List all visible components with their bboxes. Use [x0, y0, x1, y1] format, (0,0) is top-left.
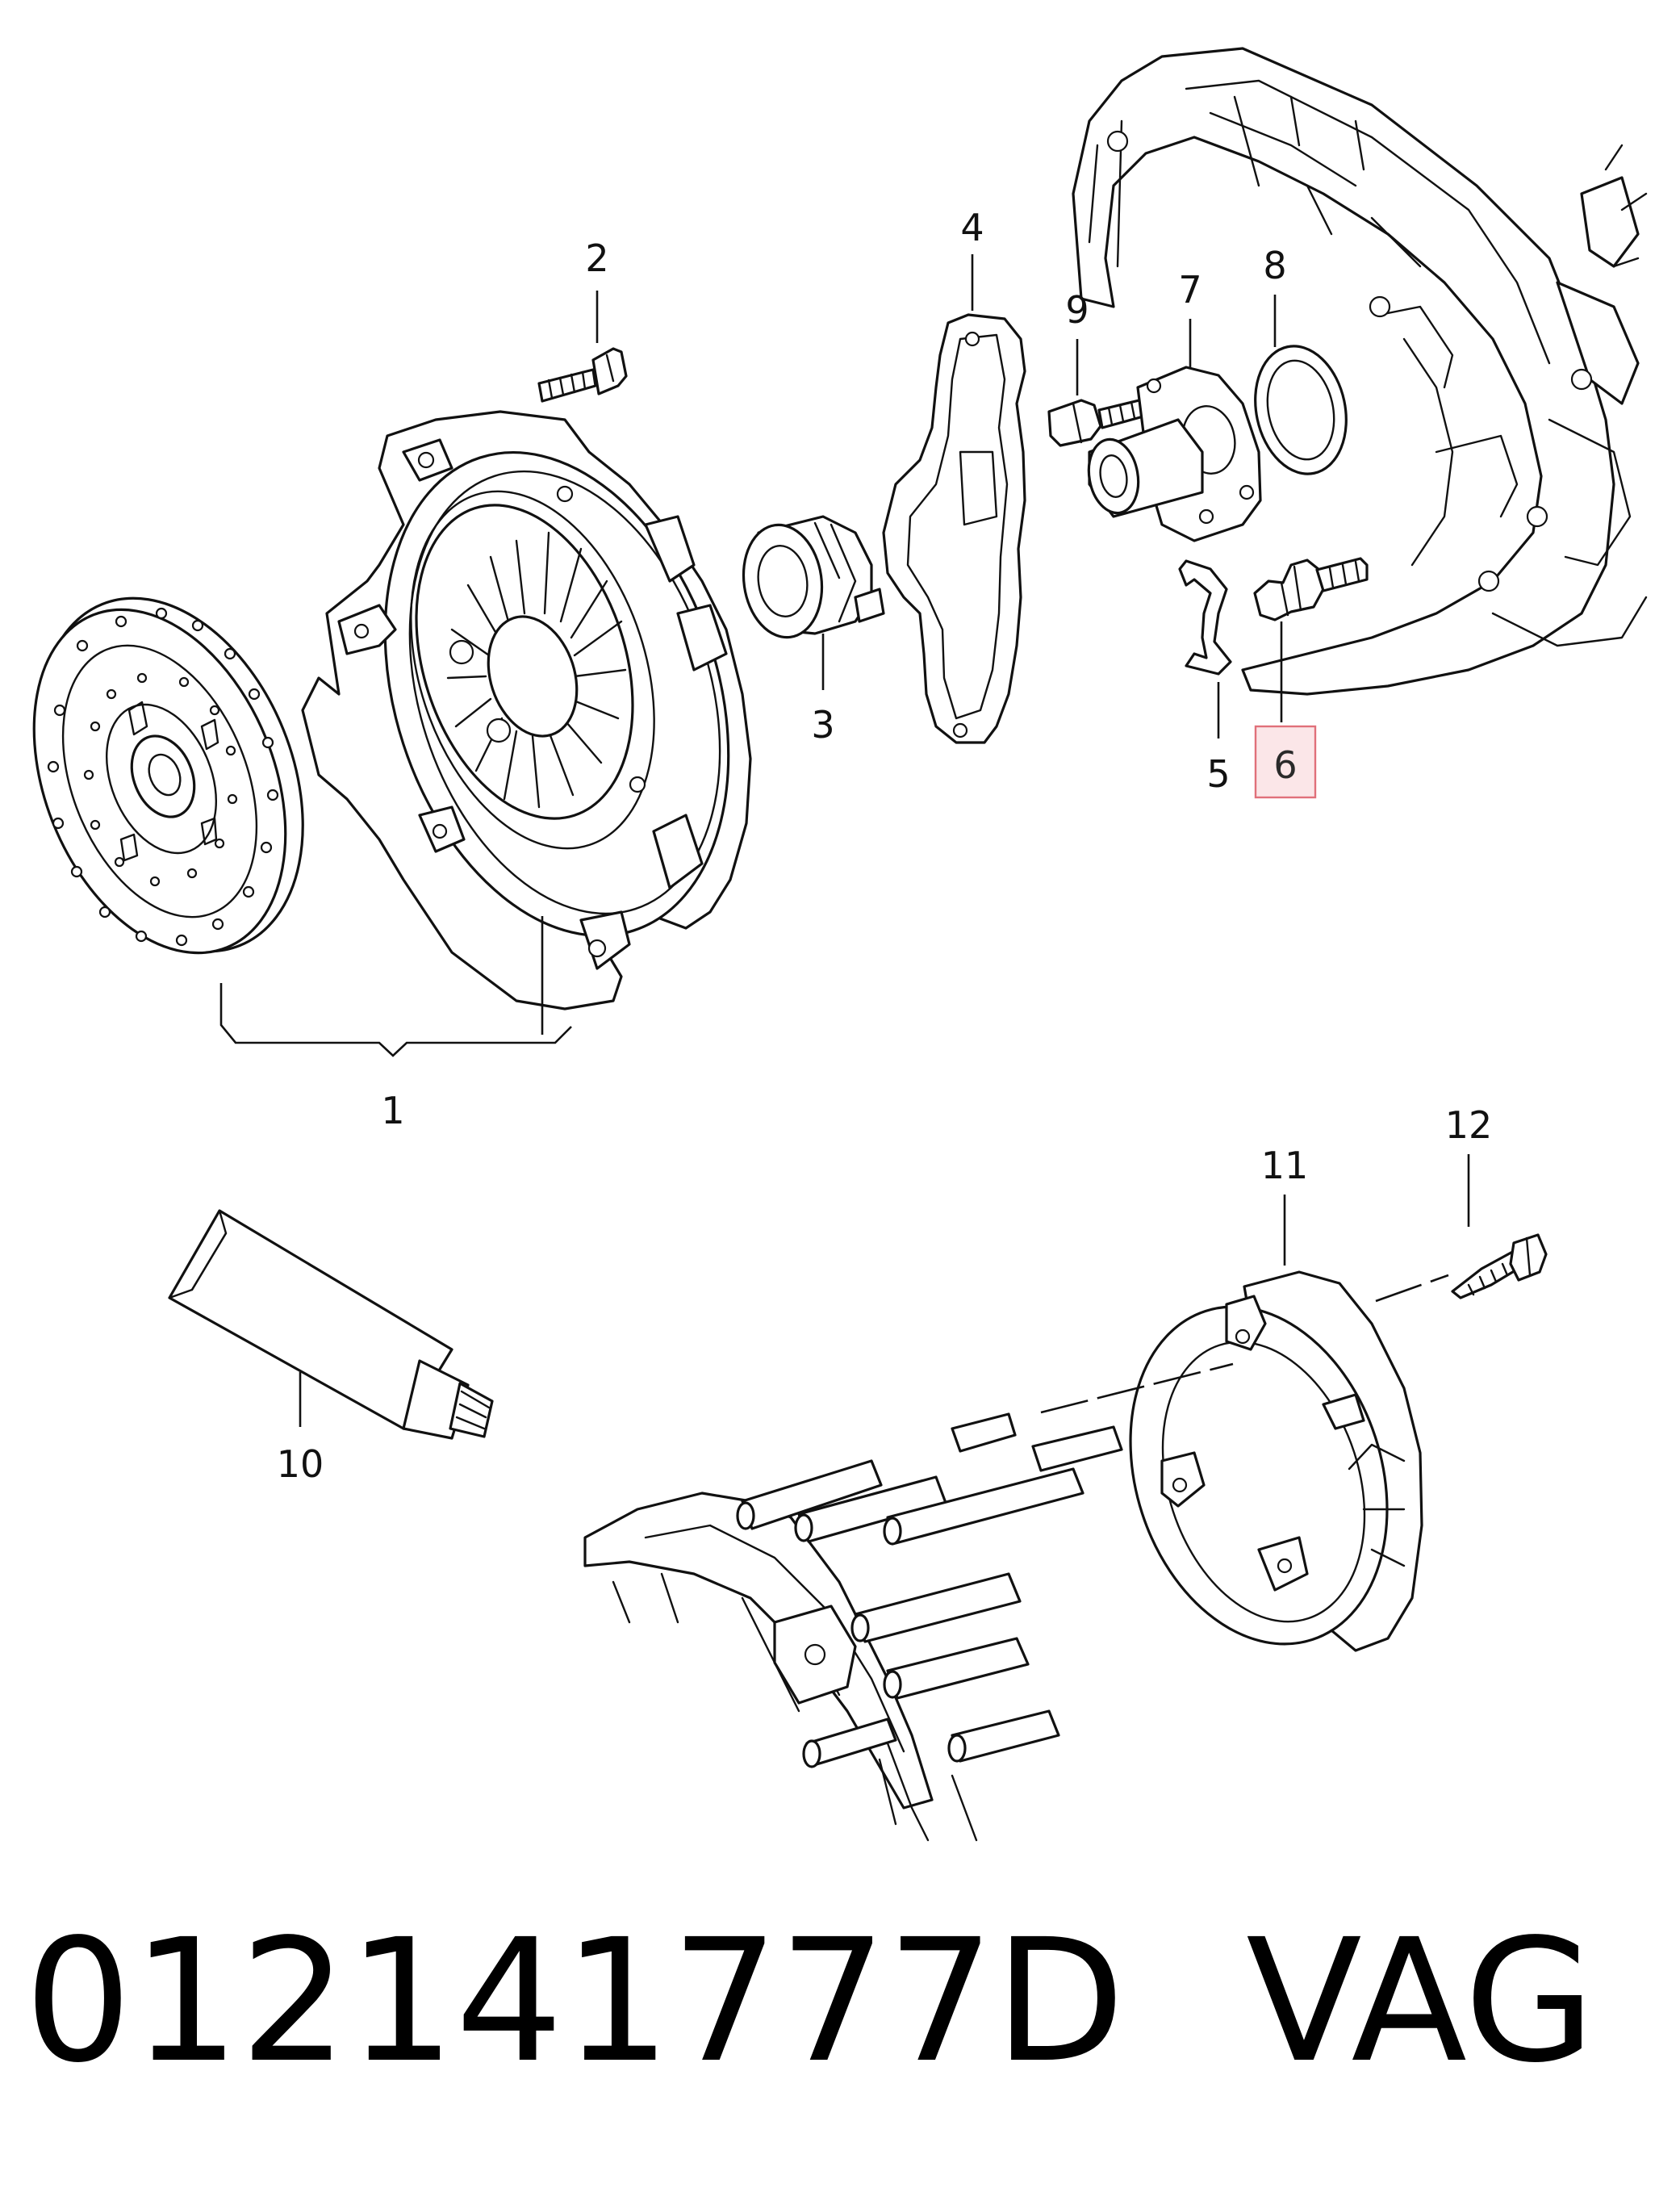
clutch-disc — [32, 596, 304, 955]
part-2-bolt: 2 — [537, 236, 628, 403]
callout-7: 7 — [1178, 268, 1201, 312]
callout-1: 1 — [381, 1089, 404, 1132]
gearbox-end-housing — [583, 1412, 1123, 1842]
callout-2: 2 — [585, 236, 608, 280]
part-12-screw: 12 — [1445, 1103, 1548, 1299]
part-7-guide-sleeve: 7 — [1087, 268, 1262, 542]
callout-5: 5 — [1206, 752, 1230, 796]
clutch-kit-bracket — [219, 916, 572, 1057]
part-4-cover-plate: 4 — [882, 206, 1026, 744]
vendor-name: VAG — [1246, 1902, 1596, 2100]
transmission-housing — [1072, 47, 1648, 696]
part-3-release-bearing: 3 — [742, 515, 885, 747]
callout-10: 10 — [277, 1442, 324, 1486]
callout-8: 8 — [1263, 244, 1286, 287]
part-10-grease-tube: 10 — [168, 1209, 494, 1486]
callout-6: 6 — [1273, 743, 1297, 787]
part-9-bolt: 9 — [1047, 288, 1151, 447]
assembly-centerline — [1040, 1274, 1449, 1414]
part-1-clutch-kit: 1 — [32, 410, 752, 1132]
part-5-spring-clip: 5 — [1178, 559, 1232, 796]
highlight-box — [1254, 725, 1317, 799]
callout-4: 4 — [960, 206, 984, 249]
callout-12: 12 — [1445, 1103, 1493, 1147]
diaphragm-spring-fingers — [446, 531, 627, 809]
part-number-footer: 012141777D VAG — [24, 1897, 1654, 2107]
callout-3: 3 — [811, 703, 834, 747]
pressure-plate — [301, 410, 752, 1010]
part-11-cover-shield: 11 — [1129, 1144, 1423, 1652]
part-8-seal-ring: 8 — [1254, 244, 1348, 475]
callout-11: 11 — [1261, 1144, 1309, 1187]
callout-6-highlight-box: 6 — [1254, 725, 1317, 799]
clutch-disc-rivets — [47, 607, 279, 947]
part-6-ball-stud — [1253, 557, 1369, 722]
callout-9: 9 — [1065, 288, 1089, 332]
part-number: 012141777D — [24, 1902, 1126, 2100]
